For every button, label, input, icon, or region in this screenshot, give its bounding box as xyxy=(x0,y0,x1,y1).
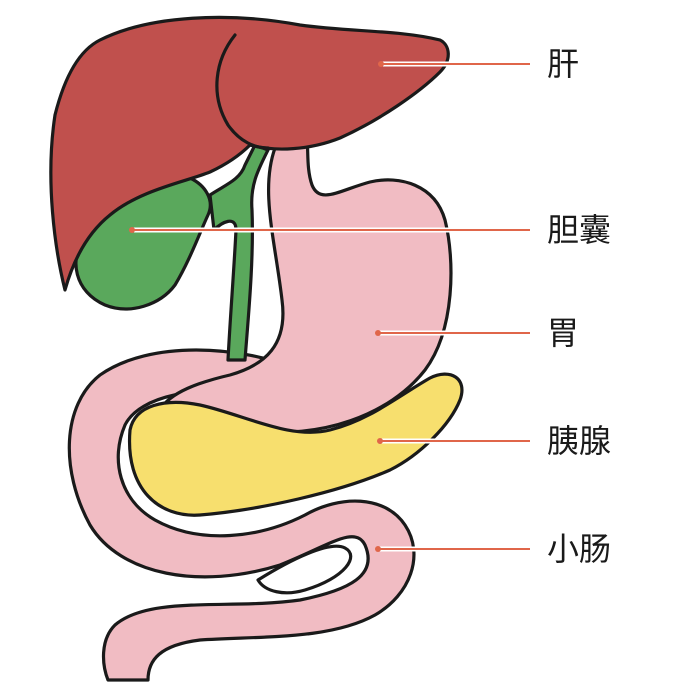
leader-gallbladder-dot xyxy=(129,227,135,233)
liver-lobe-divider xyxy=(215,33,270,150)
label-pancreas: 胰腺 xyxy=(547,422,612,460)
label-liver: 肝 xyxy=(547,45,580,83)
small-intestine xyxy=(67,348,416,682)
bile-duct xyxy=(208,143,270,362)
leader-pancreas-dot xyxy=(377,438,383,444)
stomach xyxy=(158,133,453,434)
leader-small-intestine-dot xyxy=(375,546,381,552)
leader-liver-dot xyxy=(378,61,384,67)
leader-stomach-dot xyxy=(375,330,381,336)
label-stomach: 胃 xyxy=(547,314,580,352)
leader-lines xyxy=(129,61,533,552)
small-intestine-loop-gap xyxy=(256,544,353,595)
pancreas xyxy=(127,372,464,517)
label-gallbladder: 胆囊 xyxy=(547,211,612,249)
label-small-intestine: 小肠 xyxy=(547,530,612,568)
